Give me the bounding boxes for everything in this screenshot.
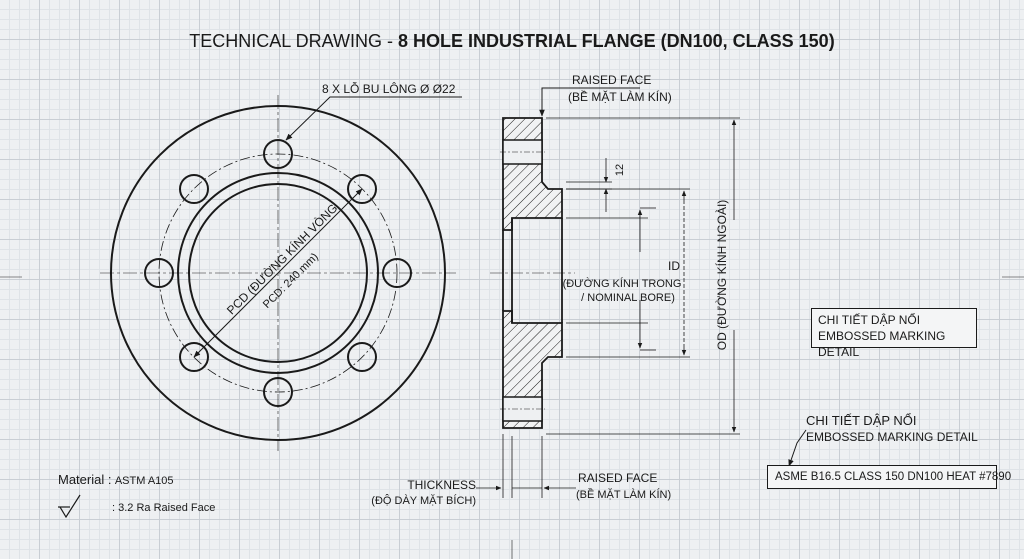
embossed-callout-vn: CHI TIẾT DẬP NỔI bbox=[806, 413, 917, 428]
raised-face-top-leader bbox=[539, 87, 640, 117]
bolt-hole bbox=[179, 174, 209, 204]
bolt-holes-label: 8 X LỖ BU LÔNG Ø Ø22 bbox=[322, 81, 456, 96]
id-label-nominal: / NOMINAL BORE) bbox=[581, 292, 675, 304]
center-marks bbox=[0, 276, 1024, 559]
pcd-label: PCD (ĐƯỜNG KÍNH VÒNG bbox=[223, 200, 340, 317]
dim-od bbox=[546, 117, 740, 435]
flange-front-view: 8 X LỖ BU LÔNG Ø Ø22 PCD (ĐƯỜNG KÍNH VÒN… bbox=[100, 81, 462, 451]
material-note: Material : ASTM A105 bbox=[58, 472, 174, 487]
thickness-label-vn: (ĐỘ DÀY MẶT BÍCH) bbox=[371, 494, 476, 507]
raised-face-bottom-label: RAISED FACE bbox=[578, 471, 657, 485]
drawing-title: TECHNICAL DRAWING - 8 HOLE INDUSTRIAL FL… bbox=[189, 31, 834, 51]
bolt-hole-leader bbox=[285, 96, 462, 141]
dim-thickness bbox=[476, 434, 576, 498]
od-label: OD (ĐƯỜNG KÍNH NGOÀI) bbox=[714, 200, 729, 351]
material-value: ASTM A105 bbox=[114, 475, 174, 487]
surface-finish-note: : 3.2 Ra Raised Face bbox=[112, 502, 216, 514]
embossed-leader bbox=[788, 429, 807, 467]
dim-id bbox=[566, 207, 656, 351]
marking-text: ASME B16.5 CLASS 150 DN100 HEAT #7890 bbox=[775, 471, 1012, 483]
id-label-vn: (ĐƯỜNG KÍNH TRONG bbox=[563, 277, 682, 290]
flange-section-view: RAISED FACE (BỀ MẶT LÀM KÍN) 12 ID (ĐƯỜN… bbox=[371, 73, 740, 507]
surface-finish-icon bbox=[58, 494, 81, 519]
material-label: Material : bbox=[58, 472, 112, 487]
embossed-detail-title: EMBOSSED MARKING DETAIL bbox=[818, 329, 946, 359]
id-label: ID bbox=[668, 259, 680, 273]
dim-12 bbox=[566, 158, 612, 212]
marking-text-box: ASME B16.5 CLASS 150 DN100 HEAT #7890 bbox=[767, 465, 1011, 489]
raised-face-top-label: RAISED FACE bbox=[572, 73, 651, 87]
raised-face-bottom-label-vn: (BỀ MẶT LÀM KÍN) bbox=[576, 488, 671, 501]
embossed-detail-title-vn: CHI TIẾT DẬP NỔI bbox=[818, 313, 921, 327]
raised-face-top-label-vn: (BỀ MẶT LÀM KÍN) bbox=[568, 89, 672, 104]
dim-12-value: 12 bbox=[614, 164, 626, 176]
section-upper-hatch bbox=[502, 117, 563, 231]
section-body-outline bbox=[502, 218, 563, 323]
pcd-dimension-line bbox=[193, 188, 363, 358]
embossed-detail-box: CHI TIẾT DẬP NỔI EMBOSSED MARKING DETAIL bbox=[811, 308, 977, 359]
thickness-label: THICKNESS bbox=[407, 478, 476, 492]
embossed-callout: EMBOSSED MARKING DETAIL bbox=[806, 430, 978, 444]
